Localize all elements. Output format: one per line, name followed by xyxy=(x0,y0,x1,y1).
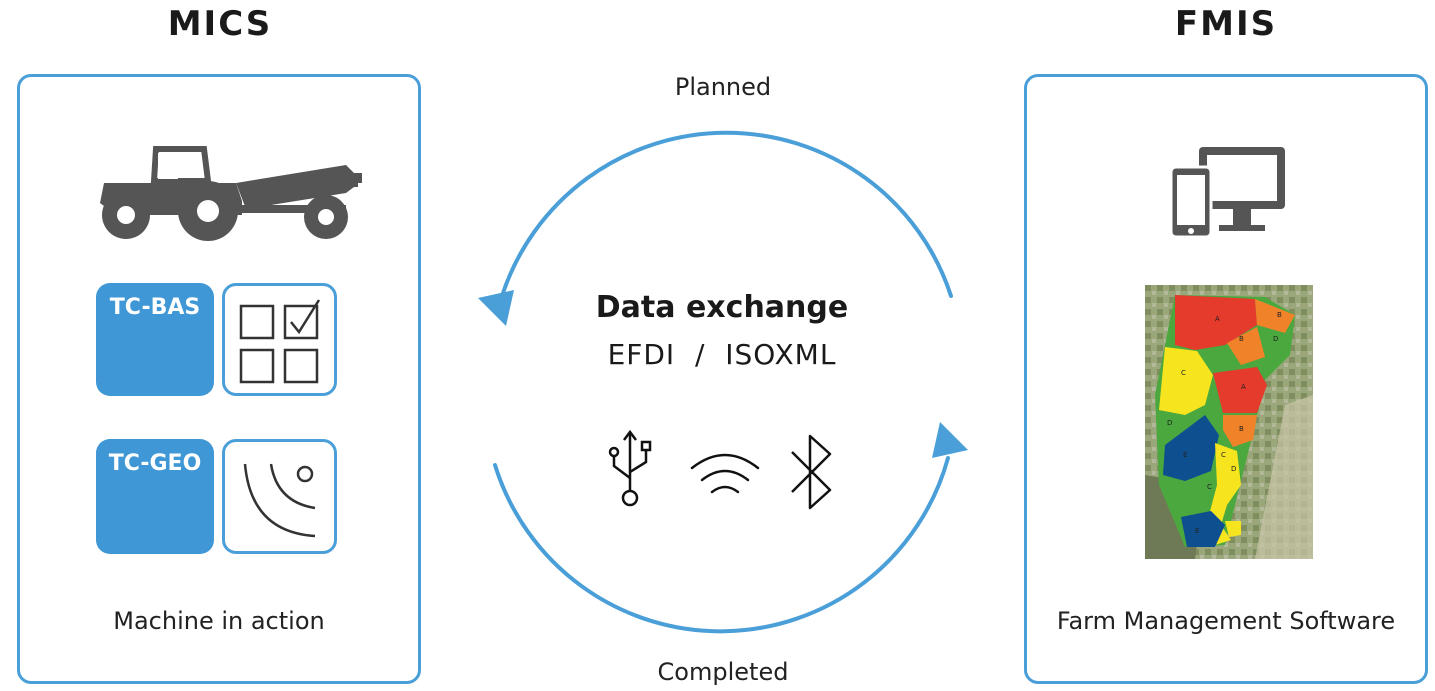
field-zone-map: A B B D C A D B E C D C E xyxy=(1145,285,1313,559)
fmis-panel: A B B D C A D B E C D C E Farm Managemen… xyxy=(1024,74,1428,684)
completed-label: Completed xyxy=(657,658,789,686)
planned-arrowhead xyxy=(478,290,514,326)
zone-label: D xyxy=(1273,335,1278,343)
checkbox-grid-box xyxy=(222,283,337,396)
zone-label: E xyxy=(1183,451,1187,459)
bluetooth-icon xyxy=(791,434,832,510)
fmis-caption: Farm Management Software xyxy=(1056,607,1396,635)
tc-geo-tile: TC-GEO xyxy=(96,439,214,554)
zone-label: B xyxy=(1277,311,1282,319)
completed-arrowhead xyxy=(932,422,968,458)
usb-icon xyxy=(608,429,652,507)
checkbox-grid-icon xyxy=(239,299,321,384)
planned-arc xyxy=(500,130,953,298)
wifi-icon xyxy=(690,453,760,494)
planned-label: Planned xyxy=(674,73,772,101)
tractor-sprayer-icon xyxy=(100,146,362,241)
completed-arc xyxy=(493,456,950,634)
zone-label: D xyxy=(1231,465,1236,473)
tc-bas-tile: TC-BAS xyxy=(96,283,214,396)
devices-icon xyxy=(1169,147,1285,239)
fmis-title: FMIS xyxy=(1174,4,1278,44)
zone-label: A xyxy=(1215,315,1220,323)
zone-label: C xyxy=(1181,369,1186,377)
mics-caption: Machine in action xyxy=(113,607,325,635)
zone-label: C xyxy=(1221,451,1226,459)
gps-signal-icon xyxy=(243,463,316,538)
tc-bas-label: TC-BAS xyxy=(109,295,201,320)
mics-panel: TC-BAS TC-GEO Machine in action xyxy=(17,74,421,684)
zone-label: D xyxy=(1167,419,1172,427)
tc-geo-label: TC-GEO xyxy=(108,451,202,476)
zone-label: E xyxy=(1195,527,1199,535)
center-title: Data exchange xyxy=(595,290,849,325)
center-subtitle: EFDI / ISOXML xyxy=(607,338,837,371)
zone-label: A xyxy=(1241,383,1246,391)
exchange-cycle xyxy=(478,130,968,634)
gps-signal-box xyxy=(222,439,337,554)
zone-label: C xyxy=(1207,483,1212,491)
mics-title: MICS xyxy=(167,4,273,44)
zone-label: B xyxy=(1239,335,1244,343)
zone-label: B xyxy=(1239,425,1244,433)
